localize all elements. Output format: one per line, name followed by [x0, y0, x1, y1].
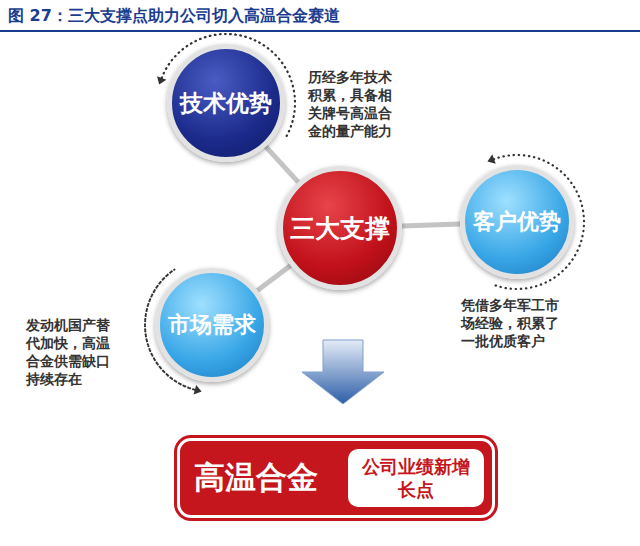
result-subbox: 公司业绩新增长点	[348, 449, 484, 507]
description-note: 凭借多年军工市场经验，积累了一批优质客户	[461, 296, 563, 350]
title-rule	[0, 30, 640, 32]
support-circle: 市场需求	[155, 268, 269, 382]
down-arrow	[302, 340, 384, 404]
arc-arrowhead	[157, 76, 166, 84]
node-label: 市场需求	[168, 310, 256, 340]
node-label: 三大支撑	[290, 212, 390, 245]
support-circle: 客户优势	[460, 165, 574, 279]
node-label: 高温合金	[194, 457, 318, 499]
spoke-line	[402, 224, 460, 226]
description-note: 历经多年技术积累，具备相关牌号高温合金的量产能力	[308, 68, 396, 140]
hub-circle: 三大支撑	[278, 166, 402, 290]
result-box: 高温合金公司业绩新增长点	[177, 438, 495, 518]
arc-arrowhead	[194, 385, 202, 395]
node-label: 技术优势	[180, 88, 272, 119]
support-circle: 技术优势	[167, 44, 285, 162]
spoke-line	[266, 147, 298, 183]
spoke-line	[257, 265, 290, 290]
figure-title: 图 27：三大支撑点助力公司切入高温合金赛道	[8, 6, 340, 27]
description-note: 发动机国产替代加快，高温合金供需缺口持续存在	[26, 316, 114, 388]
node-label: 公司业绩新增长点	[358, 455, 474, 501]
arc-arrowhead	[487, 154, 495, 163]
node-label: 客户优势	[473, 207, 561, 237]
